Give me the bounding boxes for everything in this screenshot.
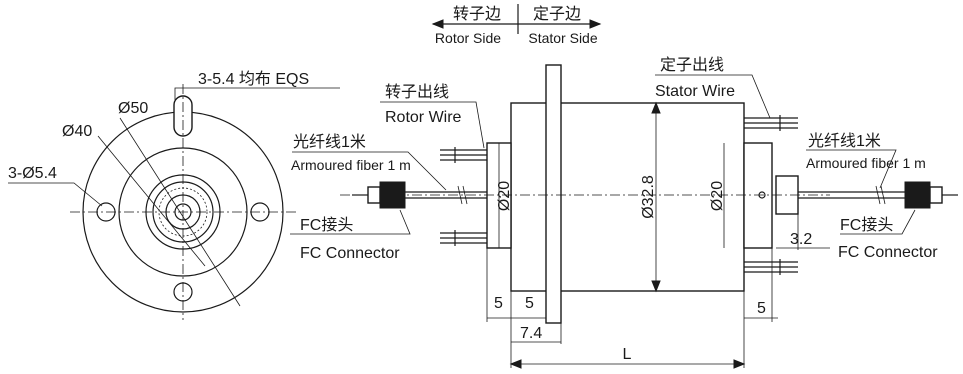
holes-dia-label: 3-Ø5.4 (8, 165, 57, 182)
stator-wire-cn: 定子出线 (660, 56, 724, 74)
right-step-dim: 3.2 (790, 231, 812, 248)
length-dim: L (623, 346, 632, 363)
body-dia-arrow-top (651, 101, 661, 114)
stator-wires-top (744, 115, 798, 131)
right-fiber-leader (806, 149, 897, 189)
left-connector-cn: FC接头 (300, 216, 353, 234)
left-5b-dim: 5 (525, 295, 534, 312)
rotor-wire-leader (380, 101, 485, 149)
dia-40-leader (97, 135, 206, 267)
left-shaft-dia: Ø20 (496, 181, 513, 211)
left-fc-connector (352, 181, 406, 209)
left-5a-dim: 5 (494, 295, 503, 312)
rotor-wires-bottom (440, 230, 487, 246)
holes-leader (174, 87, 340, 100)
right-connector-cn: FC接头 (840, 216, 893, 234)
stator-wire-en: Stator Wire (655, 83, 735, 100)
stator-side-en: Stator Side (528, 30, 597, 46)
rotor-wire-cn: 转子出线 (385, 83, 449, 101)
right-connector-body (904, 181, 931, 209)
flange-offset-dim: 7.4 (520, 325, 542, 342)
stator-wire-leader (655, 74, 771, 119)
front-view: 3-5.4 均布 EQS Ø50 Ø40 3-Ø5.4 (8, 70, 340, 320)
left-arrow-icon (431, 19, 444, 29)
dia-50-leader (119, 117, 241, 307)
left-fiber-leader (292, 151, 447, 191)
rotor-side-cn: 转子边 (453, 5, 501, 23)
left-connector-en: FC Connector (300, 245, 400, 262)
left-fiber-cn: 光纤线1米 (293, 133, 366, 151)
right-5-dim: 5 (757, 300, 766, 317)
dia-50-label: Ø50 (118, 100, 148, 117)
stator-wires-bottom (744, 259, 798, 275)
side-view: 转子出线 Rotor Wire 定子出线 Stator Wire (290, 56, 958, 369)
body-dia: Ø32.8 (640, 175, 657, 219)
length-arrow-left (509, 359, 522, 369)
right-connector-ferrule (929, 186, 943, 204)
dia-40-label: Ø40 (62, 123, 92, 140)
left-connector-leader (290, 209, 411, 235)
length-arrow-right (733, 359, 746, 369)
holes-dia-leader (8, 182, 103, 207)
body-dia-arrow-bottom (651, 280, 661, 293)
left-connector-body (379, 181, 406, 209)
side-header: 转子边 定子边 Rotor Side Stator Side (431, 4, 602, 46)
left-fiber (405, 185, 487, 205)
stator-side-cn: 定子边 (533, 5, 581, 23)
left-fiber-en: Armoured fiber 1 m (291, 157, 411, 173)
holes-label: 3-5.4 均布 EQS (198, 70, 309, 88)
right-fiber-cn: 光纤线1米 (808, 132, 881, 150)
rotor-wires-top (440, 147, 487, 163)
right-shaft-dia: Ø20 (709, 181, 726, 211)
flange (545, 64, 562, 324)
rotor-wire-en: Rotor Wire (385, 109, 462, 126)
right-connector-en: FC Connector (838, 244, 938, 261)
left-connector-ferrule (367, 186, 381, 204)
rotor-side-en: Rotor Side (435, 30, 501, 46)
right-fiber-en: Armoured fiber 1 m (806, 155, 926, 171)
right-fc-connector (904, 181, 958, 209)
right-arrow-icon (589, 19, 602, 29)
right-fiber (798, 185, 905, 205)
right-connector-leader (840, 209, 916, 235)
stator-shaft (743, 142, 773, 249)
